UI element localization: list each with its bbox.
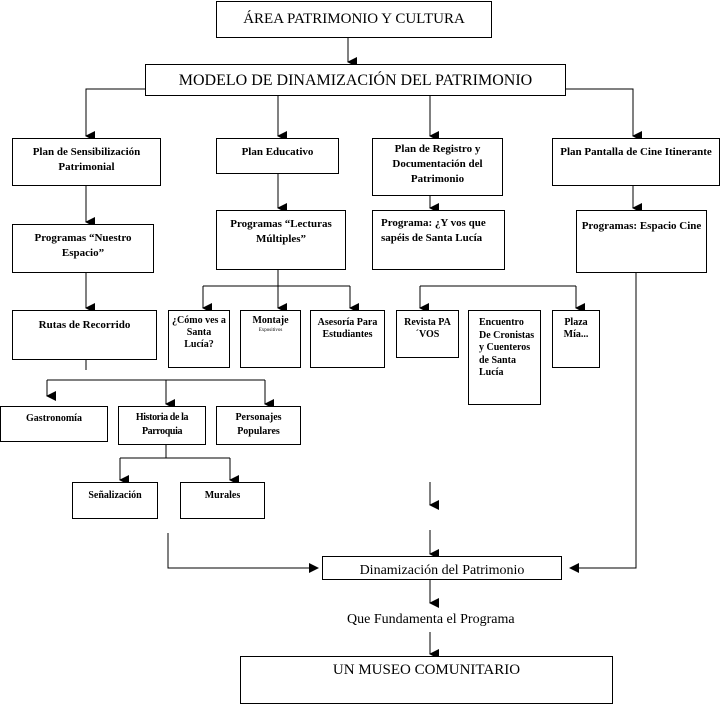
programa-espacio-cine-label: Programas: Espacio Cine	[581, 220, 702, 232]
plan-cine-label: Plan Pantalla de Cine Itinerante	[560, 146, 712, 158]
plan-educativo-label: Plan Educativo	[241, 146, 314, 158]
gastronomia-label: Gastronomía	[26, 413, 82, 424]
montaje-label: Montaje	[252, 315, 289, 326]
area-patrimonio-box: ÁREA PATRIMONIO Y CULTURA	[216, 1, 492, 38]
montaje-box: Montaje Expositivos	[240, 310, 301, 368]
plan-sensibilizacion-label: Plan de Sensibilización Patrimonial	[32, 146, 141, 173]
plan-registro-label: Plan de Registro y Documentación del Pat…	[392, 143, 483, 185]
montaje-sub-label: Expositivos	[258, 328, 283, 333]
programa-yvos-box: Programa: ¿Y vos que sapéis de Santa Luc…	[372, 210, 505, 270]
personajes-populares-label: Personajes Populares	[235, 412, 282, 437]
programa-yvos-label: Programa: ¿Y vos que sapéis de Santa Luc…	[381, 217, 486, 244]
murales-label: Murales	[204, 490, 241, 501]
plan-educativo-box: Plan Educativo	[216, 138, 339, 174]
revista-pavos-box: Revista PA´VOS	[396, 310, 459, 358]
senalizacion-box: Señalización	[72, 482, 158, 519]
rutas-recorrido-label: Rutas de Recorrido	[38, 319, 131, 331]
gastronomia-box: Gastronomía	[0, 406, 108, 442]
arrow-right-dinamizacion	[569, 273, 637, 573]
encuentro-cronistas-label: Encuentro De Cronistas y Cuenteros de Sa…	[479, 317, 535, 378]
revista-pavos-label: Revista PA´VOS	[404, 317, 451, 340]
arrow-model-sensibilizacion	[85, 88, 145, 141]
como-ves-box: ¿Cómo ves a Santa Lucía?	[168, 310, 230, 368]
programa-lecturas-label: Programas “Lecturas Múltiples”	[230, 218, 332, 245]
asesoria-box: Asesoría Para Estudiantes	[310, 310, 385, 368]
asesoria-label: Asesoría Para Estudiantes	[317, 317, 378, 340]
fundamenta-text: Que Fundamenta el Programa	[347, 612, 515, 627]
murales-box: Murales	[180, 482, 265, 519]
plan-registro-box: Plan de Registro y Documentación del Pat…	[372, 138, 503, 196]
museo-comunitario-box: UN MUSEO COMUNITARIO	[240, 656, 613, 704]
rutas-recorrido-box: Rutas de Recorrido	[12, 310, 157, 360]
museo-comunitario-label: UN MUSEO COMUNITARIO	[332, 662, 521, 678]
senalizacion-label: Señalización	[88, 490, 142, 501]
como-ves-label: ¿Cómo ves a Santa Lucía?	[172, 315, 226, 350]
plaza-mia-box: Plaza Mía...	[552, 310, 600, 368]
dinamizacion-patrimonio-label: Dinamización del Patrimonio	[359, 563, 525, 578]
programa-espacio-cine-box: Programas: Espacio Cine	[576, 210, 707, 273]
plan-cine-box: Plan Pantalla de Cine Itinerante	[552, 138, 720, 186]
personajes-populares-box: Personajes Populares	[216, 406, 301, 445]
plaza-mia-label: Plaza Mía...	[563, 317, 589, 340]
programa-nuestro-espacio-box: Programas “Nuestro Espacio”	[12, 224, 154, 273]
historia-parroquia-box: Historia de la Parroquia	[118, 406, 206, 445]
modelo-dinamizacion-box: MODELO DE DINAMIZACIÓN DEL PATRIMONIO	[145, 64, 566, 96]
plan-sensibilizacion-box: Plan de Sensibilización Patrimonial	[12, 138, 161, 186]
area-patrimonio-label: ÁREA PATRIMONIO Y CULTURA	[243, 11, 465, 27]
programa-lecturas-box: Programas “Lecturas Múltiples”	[216, 210, 346, 270]
historia-parroquia-label: Historia de la Parroquia	[135, 412, 189, 437]
programa-nuestro-espacio-label: Programas “Nuestro Espacio”	[34, 232, 132, 259]
encuentro-cronistas-box: Encuentro De Cronistas y Cuenteros de Sa…	[468, 310, 541, 405]
modelo-dinamizacion-label: MODELO DE DINAMIZACIÓN DEL PATRIMONIO	[178, 71, 533, 89]
dinamizacion-patrimonio-box: Dinamización del Patrimonio	[322, 556, 562, 580]
arrow-model-cine	[566, 88, 642, 141]
arrow-left-dinamizacion	[167, 533, 319, 573]
